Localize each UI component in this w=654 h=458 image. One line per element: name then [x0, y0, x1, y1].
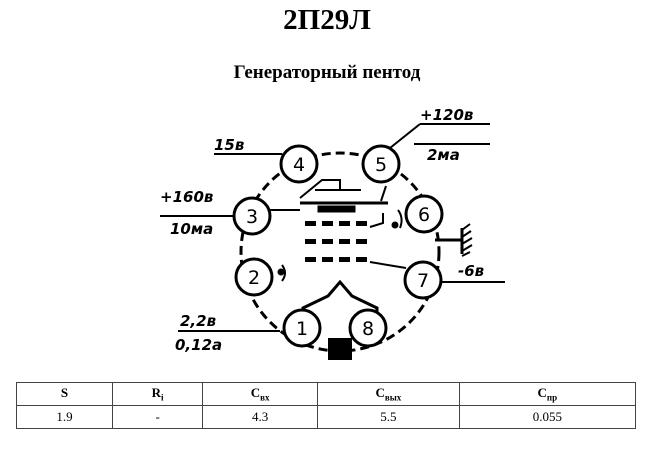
table-header-row: S Ri Cвх Cвых Cпр: [15, 382, 637, 406]
value-cin: 4.3: [202, 405, 319, 429]
pin5-current-label: 2ма: [427, 146, 460, 164]
svg-text:2: 2: [248, 267, 260, 289]
pin7-voltage-label: -6в: [458, 262, 484, 280]
pin1-current-label: 0,12а: [175, 336, 222, 354]
value-cout: 5.5: [317, 405, 460, 429]
svg-text:3: 3: [246, 206, 258, 228]
pin-2: 2: [234, 257, 274, 297]
pin3-voltage-label: +160в: [160, 188, 213, 206]
value-cpr: 0.055: [458, 405, 637, 429]
page-subtitle: Генераторный пентод: [233, 62, 421, 83]
pin5-voltage-label: +120в: [420, 106, 473, 124]
svg-text:6: 6: [418, 204, 430, 226]
pin4-voltage-label: 15в: [214, 136, 244, 154]
pin-3: 3: [232, 196, 272, 236]
header-cout: Cвых: [317, 382, 460, 406]
tube-pinout-diagram: 4 5 3 6 2 7 1 8 15в +120в 2ма +160в 10ма…: [160, 106, 505, 360]
parameters-table: S Ri Cвх Cвых Cпр 1.9 - 4.3 5.5 0.055: [15, 382, 637, 429]
svg-text:5: 5: [375, 154, 387, 176]
pin-8: 8: [348, 308, 388, 348]
value-s: 1.9: [15, 405, 114, 429]
pin-6: 6: [404, 194, 444, 234]
tube-electrodes: [258, 179, 407, 328]
pin-1: 1: [282, 308, 322, 348]
header-cin: Cвх: [202, 382, 319, 406]
pin-5: 5: [361, 144, 401, 184]
svg-text:7: 7: [417, 270, 429, 292]
header-s: S: [15, 382, 114, 406]
filament-block: [328, 338, 352, 360]
svg-text:1: 1: [296, 318, 308, 340]
svg-text:4: 4: [293, 154, 305, 176]
page-title: 2П29Л: [283, 4, 371, 36]
ground-icon: [435, 223, 473, 257]
svg-text:8: 8: [362, 318, 374, 340]
pin3-current-label: 10ма: [170, 220, 213, 238]
table-row: 1.9 - 4.3 5.5 0.055: [15, 405, 637, 429]
value-ri: -: [112, 405, 204, 429]
pin1-voltage-label: 2,2в: [180, 312, 216, 330]
pin-7: 7: [403, 260, 443, 300]
header-ri: Ri: [112, 382, 204, 406]
header-cpr: Cпр: [458, 382, 637, 406]
pin-4: 4: [279, 144, 319, 184]
